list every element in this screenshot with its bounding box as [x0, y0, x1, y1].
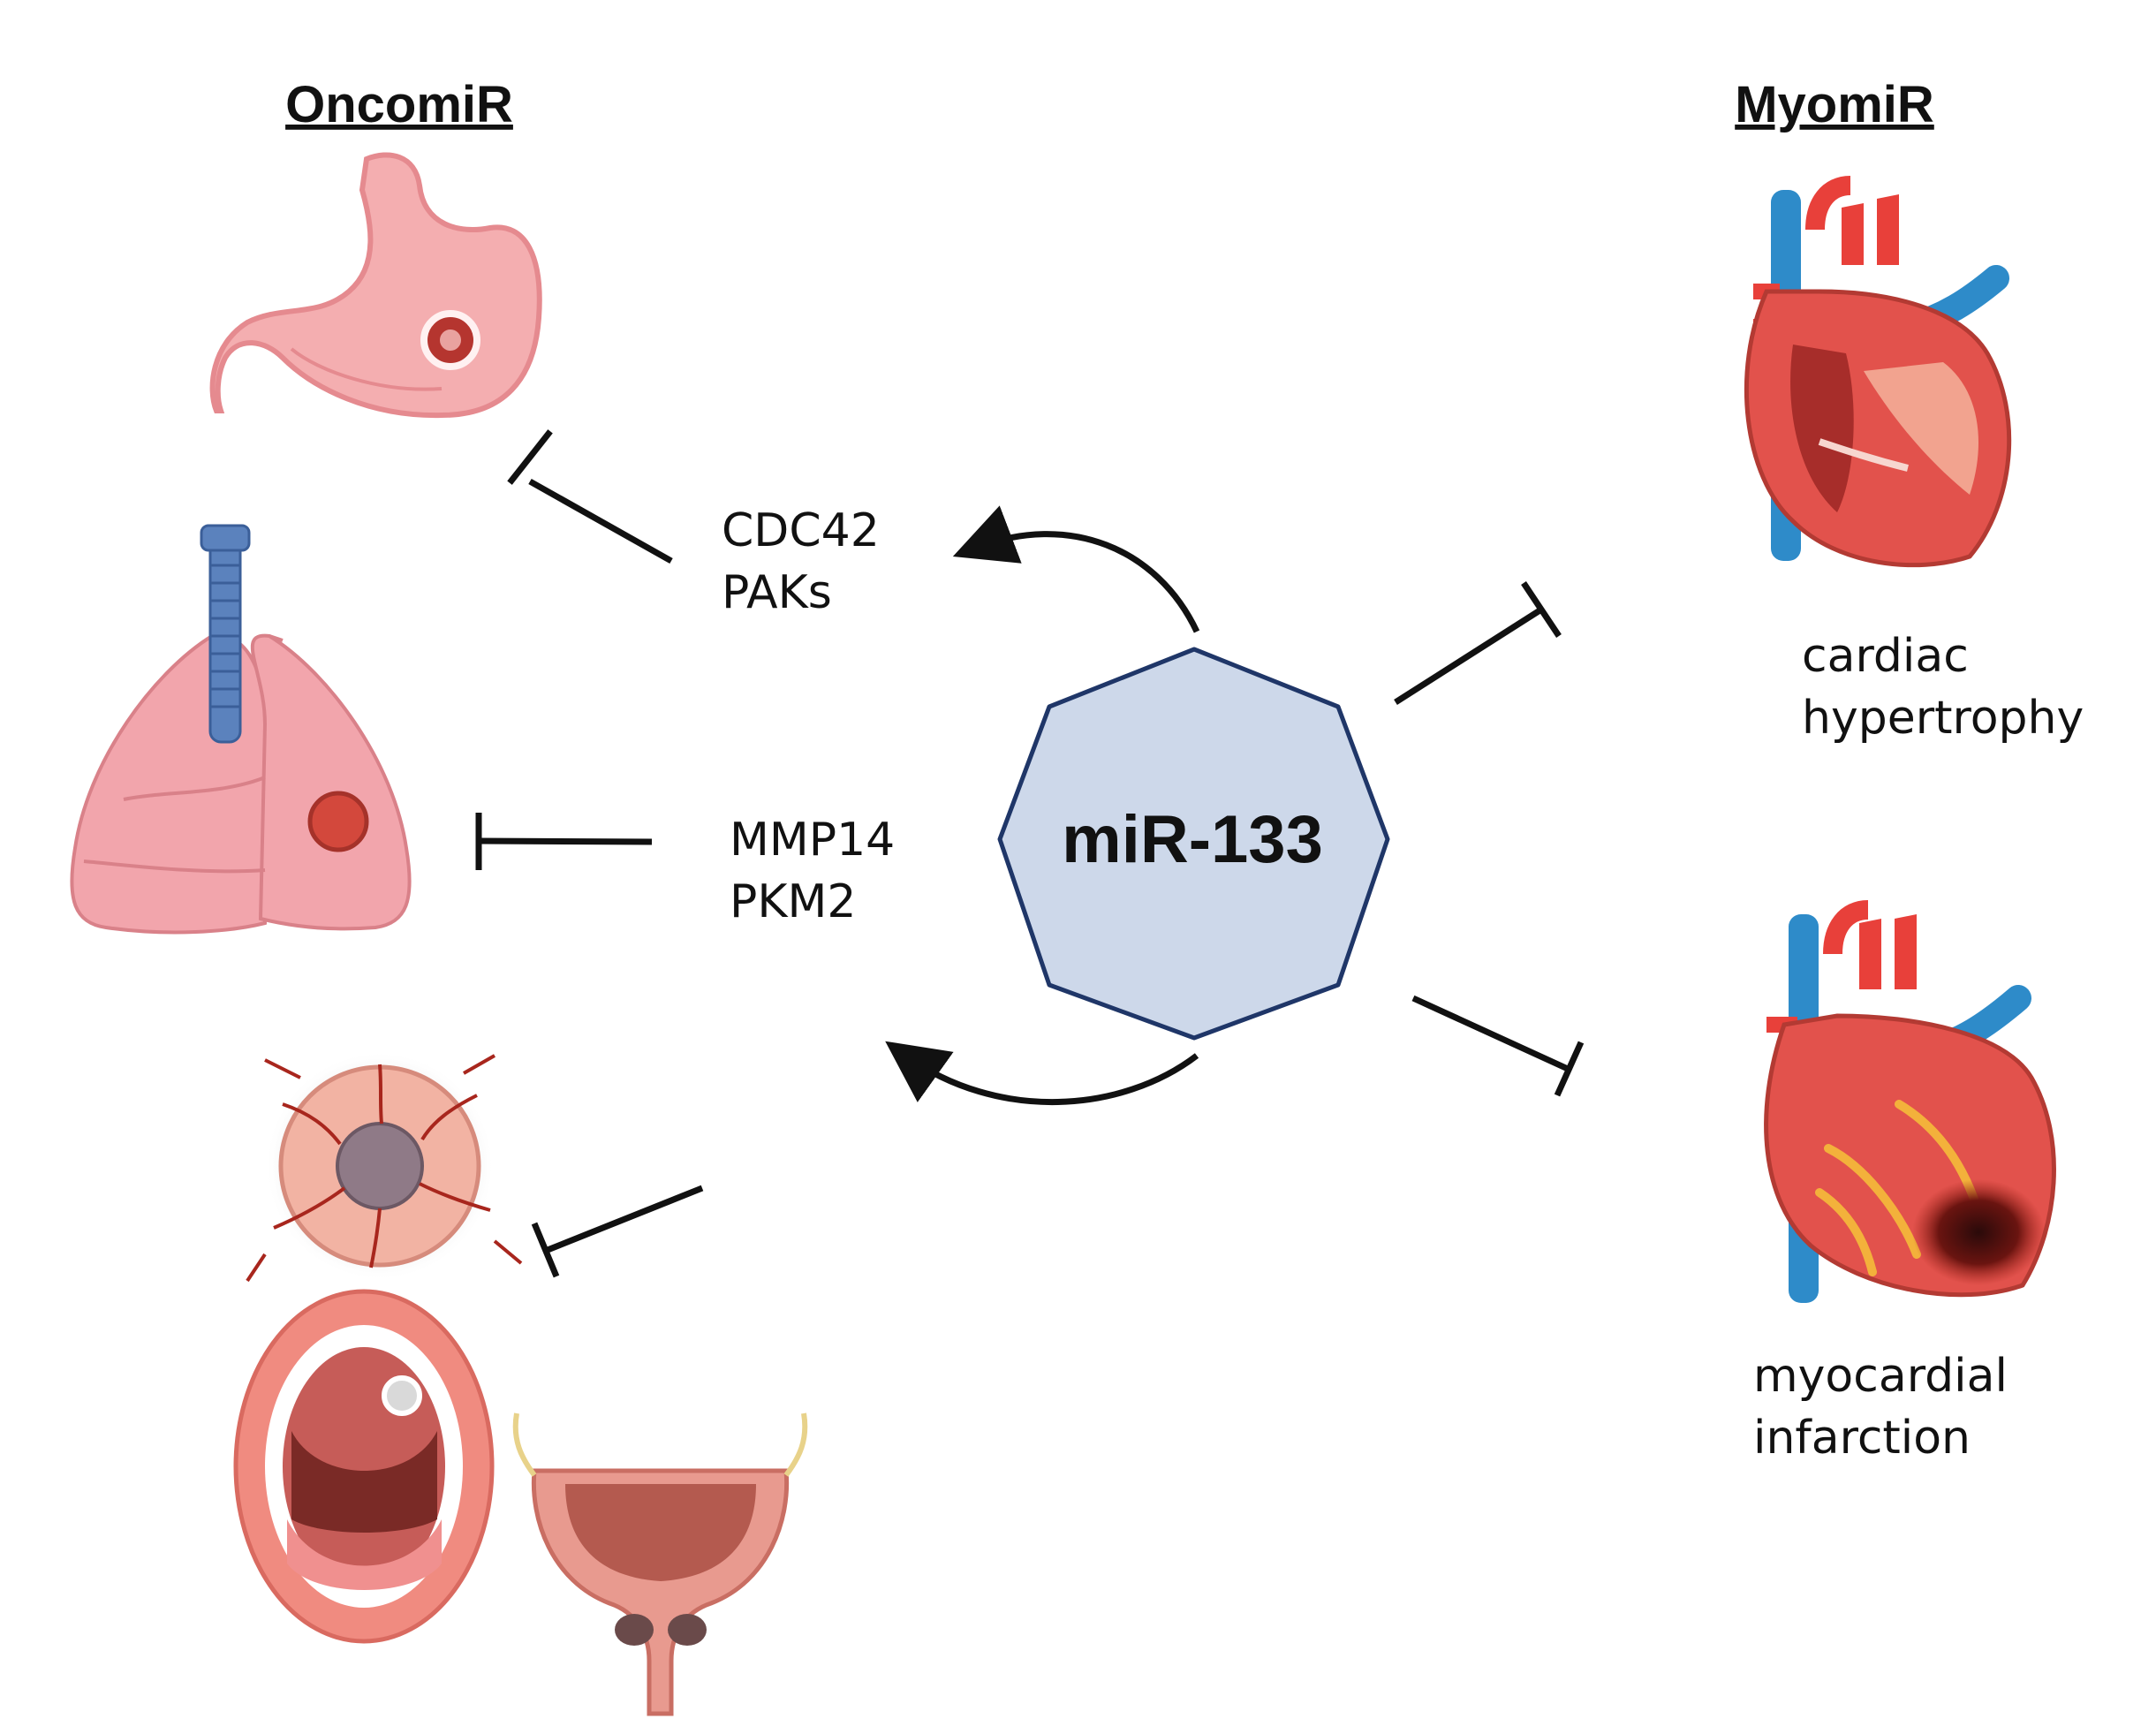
target-upper-line-2: PAKs — [722, 566, 832, 619]
infarction-line-1: myocardial — [1753, 1350, 2008, 1403]
activation-arrow-lower — [885, 1041, 1199, 1105]
myomir-heading: MyomiR — [1735, 76, 1934, 133]
target-upper-line-1: CDC42 — [722, 504, 880, 557]
hypertrophy-line-1: cardiac — [1802, 630, 1969, 683]
vascularized-tumor-icon — [246, 1051, 523, 1283]
hypertrophic-heart-icon — [1744, 176, 2012, 568]
activation-arrow-upper — [952, 505, 1200, 633]
infarction-line-2: infarction — [1753, 1412, 1971, 1465]
target-lower-line-2: PKM2 — [730, 875, 856, 928]
mir133-label: miR-133 — [1062, 802, 1323, 877]
lung-tumor-icon — [70, 524, 412, 935]
hypertrophy-line-2: hypertrophy — [1802, 692, 2084, 745]
prostate-bladder-icon — [512, 1412, 808, 1716]
inhibition-stomach — [507, 429, 673, 564]
inhibition-tumor — [531, 1185, 704, 1278]
oncomir-heading: OncomiR — [285, 76, 513, 133]
target-lower-line-1: MMP14 — [730, 814, 895, 867]
mir133-octagon — [997, 647, 1390, 1041]
inhibition-infarction — [1411, 995, 1585, 1097]
infarcted-heart-icon — [1764, 900, 2056, 1303]
stomach-tumor-icon — [209, 152, 542, 419]
inhibition-hypertrophy — [1394, 581, 1562, 705]
inhibition-lung — [475, 813, 653, 870]
oral-cancer-icon — [233, 1289, 495, 1644]
